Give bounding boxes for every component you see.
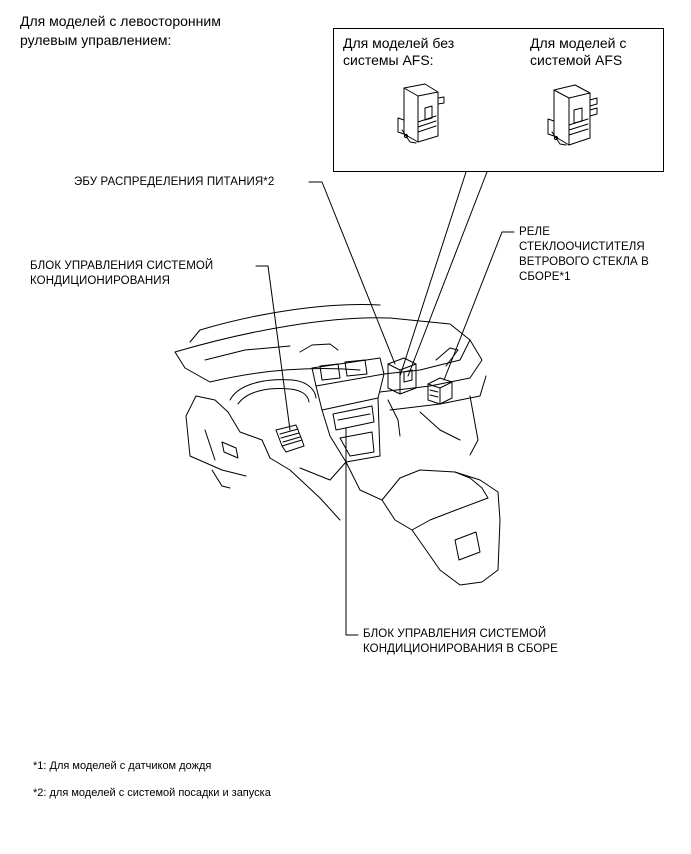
callout-ac-control-line-1: БЛОК УПРАВЛЕНИЯ СИСТЕМОЙ [30,260,214,272]
callout-wiper-relay-line-4: СБОРЕ*1 [519,271,571,283]
leader-power-ecu [308,181,396,365]
leader-wiper-relay [443,231,515,381]
variant-without-afs-label-line-1: Для моделей без [343,35,455,51]
variant-with-afs-label-line-1: Для моделей с [530,35,627,51]
callout-ac-control-assy-line-1: БЛОК УПРАВЛЕНИЯ СИСТЕМОЙ [363,628,547,640]
callout-ac-control-assy-line-2: КОНДИЦИОНИРОВАНИЯ В СБОРЕ [363,643,558,655]
module-variants-inset: Для моделей без системы AFS: Для моделей… [333,28,664,172]
leader-ac-control-assy [345,427,359,636]
variant-with-afs-label-line-2: системой AFS [530,52,623,68]
heading-line-2: рулевым управлением: [20,32,172,48]
callout-ac-control-line-2: КОНДИЦИОНИРОВАНИЯ [30,275,171,287]
callout-wiper-relay-line-1: РЕЛЕ [519,226,550,238]
footnote-1: *1: Для моделей с датчиком дождя [33,760,212,772]
variant-without-afs-label-line-2: системы AFS: [343,52,434,68]
leader-inset-right [407,171,488,377]
ecu-module-without-afs [397,83,445,144]
heading-line-1: Для моделей с левосторонним [20,13,221,29]
footnote-2: *2: для моделей с системой посадки и зап… [33,787,271,799]
leader-inset-left [399,171,467,377]
callout-wiper-relay-line-3: ВЕТРОВОГО СТЕКЛА В [519,256,649,268]
ecu-module-with-afs [547,84,598,146]
leader-ac-control [255,265,291,431]
wiper-relay [427,377,453,405]
power-distribution-ecu [387,357,417,395]
callout-power-ecu: ЭБУ РАСПРЕДЕЛЕНИЯ ПИТАНИЯ*2 [74,176,275,188]
callout-wiper-relay-line-2: СТЕКЛООЧИСТИТЕЛЯ [519,241,645,253]
